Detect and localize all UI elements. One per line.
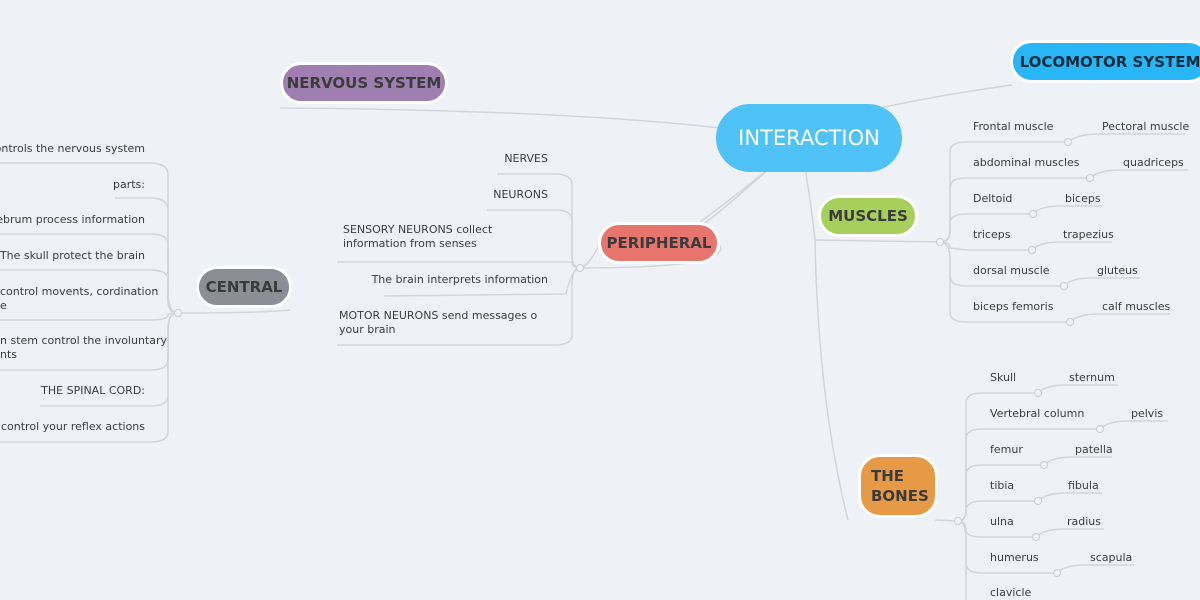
central-item[interactable]: THE SPINAL CORD: — [41, 384, 145, 397]
peripheral-item[interactable]: SENSORY NEURONS collect information from… — [343, 223, 493, 250]
central-item[interactable]: e — [0, 299, 7, 312]
bone-item[interactable]: fibula — [1068, 479, 1099, 492]
bone-item[interactable]: clavicle — [990, 586, 1032, 599]
bone-item[interactable]: ulna — [990, 515, 1014, 528]
node-label-line1: THE — [871, 467, 905, 485]
central-item[interactable]: erebrum process information — [0, 213, 145, 226]
central-item[interactable]: n stem control the involuntary — [0, 334, 168, 347]
bone-item[interactable]: Skull — [990, 371, 1017, 384]
junction-dot[interactable] — [1060, 282, 1068, 290]
junction-dot[interactable] — [1096, 425, 1104, 433]
node-label: NERVOUS SYSTEM — [286, 74, 442, 92]
junction-dot[interactable] — [1029, 210, 1037, 218]
node-label: PERIPHERAL — [606, 234, 712, 252]
junction-dot[interactable] — [1034, 389, 1042, 397]
center-node-label: INTERACTION — [738, 126, 880, 150]
node-locomotor-system[interactable]: LOCOMOTOR SYSTEM — [1010, 40, 1200, 83]
peripheral-item[interactable]: The brain interprets information — [371, 273, 548, 286]
bone-item[interactable]: humerus — [990, 551, 1039, 564]
node-peripheral[interactable]: PERIPHERAL — [598, 222, 720, 264]
bone-item[interactable]: tibia — [990, 479, 1015, 492]
peripheral-item[interactable]: NEURONS — [493, 188, 548, 201]
muscle-item[interactable]: biceps femoris — [973, 300, 1054, 313]
muscle-item[interactable]: biceps — [1065, 192, 1101, 205]
central-item[interactable]: parts: — [113, 178, 145, 191]
central-item[interactable]: control movents, cordination — [0, 285, 159, 298]
muscle-item[interactable]: calf muscles — [1102, 300, 1171, 313]
node-label: LOCOMOTOR SYSTEM — [1019, 52, 1200, 71]
junction-dot[interactable] — [1086, 174, 1094, 182]
node-nervous-system[interactable]: NERVOUS SYSTEM — [280, 62, 448, 104]
bone-item[interactable]: scapula — [1090, 551, 1133, 564]
junction-dot[interactable] — [1066, 318, 1074, 326]
node-the-bones[interactable]: THE BONES — [858, 454, 938, 518]
center-node-interaction[interactable]: INTERACTION — [716, 104, 902, 172]
central-item[interactable]: n controls the nervous system — [0, 142, 145, 155]
node-label: MUSCLES — [828, 207, 908, 225]
node-muscles[interactable]: MUSCLES — [818, 195, 918, 237]
junction-dot[interactable] — [1032, 533, 1040, 541]
junction-dot[interactable] — [1034, 497, 1042, 505]
peripheral-item[interactable]: NERVES — [504, 152, 548, 165]
muscle-item[interactable]: quadriceps — [1123, 156, 1184, 169]
muscle-item[interactable]: Deltoid — [973, 192, 1013, 205]
junction-dot[interactable] — [1053, 569, 1061, 577]
peripheral-item[interactable]: MOTOR NEURONS send messages o your brain — [339, 309, 538, 336]
junction-dot[interactable] — [1040, 461, 1048, 469]
node-label: CENTRAL — [205, 278, 283, 296]
junction-dot[interactable] — [1028, 246, 1036, 254]
junction-dot[interactable] — [1064, 138, 1072, 146]
node-label-line2: BONES — [871, 487, 929, 505]
central-item[interactable]: nts — [0, 348, 18, 361]
muscle-item[interactable]: trapezius — [1063, 228, 1114, 241]
bone-item[interactable]: Vertebral column — [990, 407, 1085, 420]
muscle-item[interactable]: triceps — [973, 228, 1011, 241]
junction-dot[interactable] — [174, 309, 182, 317]
junction-dot[interactable] — [576, 264, 584, 272]
bone-item[interactable]: patella — [1075, 443, 1113, 456]
bone-item[interactable]: sternum — [1069, 371, 1115, 384]
junction-dot[interactable] — [936, 238, 944, 246]
junction-dot[interactable] — [954, 517, 962, 525]
bone-item[interactable]: pelvis — [1131, 407, 1164, 420]
central-item[interactable]: ord control your reflex actions — [0, 420, 145, 433]
bone-item[interactable]: radius — [1067, 515, 1102, 528]
muscle-item[interactable]: dorsal muscle — [973, 264, 1050, 277]
muscle-item[interactable]: Pectoral muscle — [1102, 120, 1190, 133]
muscle-item[interactable]: Frontal muscle — [973, 120, 1054, 133]
muscle-item[interactable]: abdominal muscles — [973, 156, 1080, 169]
bone-item[interactable]: femur — [990, 443, 1023, 456]
node-central[interactable]: CENTRAL — [196, 266, 292, 308]
muscle-item[interactable]: gluteus — [1097, 264, 1138, 277]
central-item[interactable]: The skull protect the brain — [0, 249, 145, 262]
